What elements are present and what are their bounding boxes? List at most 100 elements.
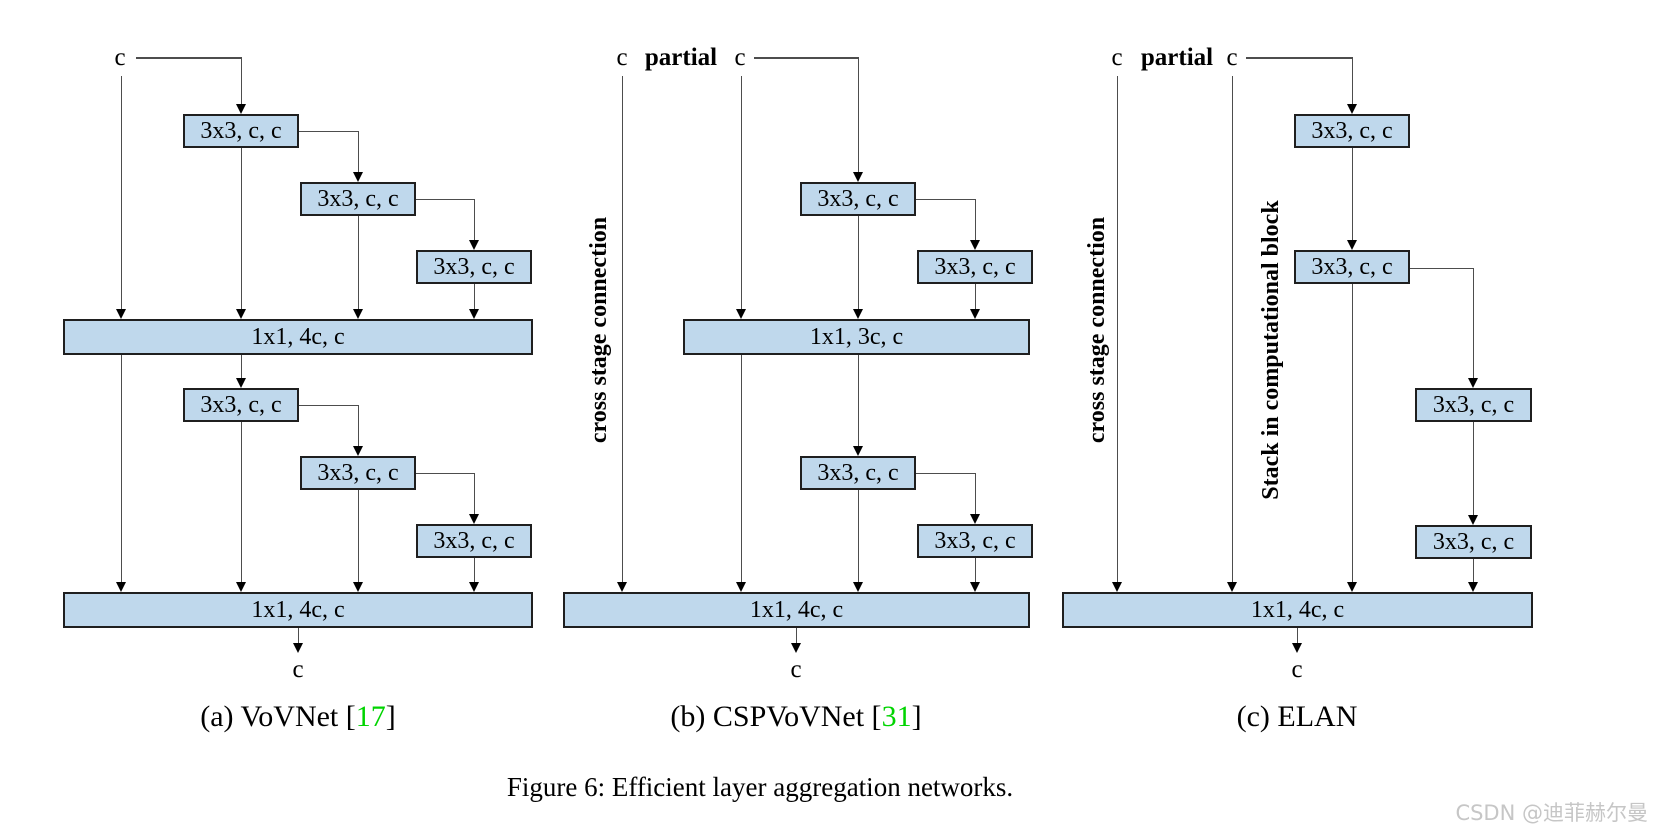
- partial-label: partial: [1140, 44, 1214, 71]
- connector-hline: [416, 198, 474, 200]
- arrowhead: [468, 514, 479, 524]
- input-label: c: [114, 44, 126, 71]
- connector-vline: [1231, 76, 1233, 582]
- conv-box: 3x3, c, c: [1294, 250, 1410, 284]
- arrowhead: [735, 582, 746, 592]
- arrowhead: [292, 643, 303, 653]
- connector-vline: [857, 490, 859, 583]
- connector-vline: [857, 355, 859, 448]
- arrowhead: [468, 240, 479, 250]
- conv-box: 3x3, c, c: [416, 524, 532, 558]
- connector-vline: [740, 76, 742, 310]
- connector-vline: [357, 404, 359, 448]
- conv-box: 3x3, c, c: [800, 456, 916, 490]
- connector-vline: [1351, 148, 1353, 240]
- connector-vline: [974, 198, 976, 242]
- conv-box: 3x3, c, c: [1415, 388, 1532, 422]
- arrowhead: [235, 104, 246, 114]
- citation-number: 17: [355, 700, 386, 733]
- connector-vline: [857, 57, 859, 172]
- connector-vline: [1351, 57, 1353, 104]
- arrowhead: [1467, 582, 1478, 592]
- caption-text: (a) VoVNet [: [200, 700, 356, 733]
- side-label: cross stage connection: [586, 216, 612, 444]
- citation-number: 31: [881, 700, 912, 733]
- arrowhead: [352, 309, 363, 319]
- output-label: c: [790, 656, 802, 683]
- connector-vline: [240, 422, 242, 583]
- input-label: c: [616, 44, 628, 71]
- arrowhead: [852, 446, 863, 456]
- conv-box: 3x3, c, c: [917, 524, 1033, 558]
- connector-vline: [974, 472, 976, 516]
- arrowhead: [616, 582, 627, 592]
- conv-box: 3x3, c, c: [1415, 525, 1532, 559]
- connector-hline: [916, 198, 975, 200]
- connector-vline: [1472, 267, 1474, 380]
- connector-vline: [1296, 628, 1298, 644]
- connector-hline: [1246, 57, 1352, 59]
- arrowhead: [1467, 378, 1478, 388]
- connector-vline: [473, 472, 475, 516]
- connector-vline: [740, 355, 742, 583]
- connector-vline: [1351, 284, 1353, 583]
- connector-vline: [795, 628, 797, 644]
- side-label: Stack in computational block: [1258, 200, 1284, 500]
- arrowhead: [969, 514, 980, 524]
- watermark: CSDN @迪菲赫尔曼: [1455, 801, 1648, 825]
- panel-caption: (c) ELAN: [1097, 700, 1497, 734]
- connector-vline: [974, 558, 976, 583]
- connector-vline: [240, 57, 242, 104]
- conv-box: 3x3, c, c: [416, 250, 532, 284]
- connector-hline: [416, 472, 474, 474]
- connector-hline: [299, 404, 358, 406]
- aggregate-box: 1x1, 4c, c: [563, 592, 1030, 628]
- connector-vline: [357, 490, 359, 583]
- connector-vline: [1116, 76, 1118, 582]
- arrowhead: [969, 309, 980, 319]
- connector-vline: [357, 216, 359, 310]
- aggregate-box: 1x1, 4c, c: [63, 319, 533, 355]
- arrowhead: [1226, 582, 1237, 592]
- arrowhead: [1346, 240, 1357, 250]
- conv-box: 3x3, c, c: [300, 182, 416, 216]
- input-label: c: [1111, 44, 1123, 71]
- connector-hline: [1410, 267, 1473, 269]
- arrowhead: [468, 582, 479, 592]
- arrowhead: [852, 309, 863, 319]
- arrowhead: [1291, 643, 1302, 653]
- panel-caption: (a) VoVNet [17]: [118, 700, 478, 734]
- output-label: c: [1291, 656, 1303, 683]
- connector-vline: [473, 198, 475, 242]
- connector-vline: [120, 76, 122, 310]
- connector-vline: [473, 284, 475, 310]
- caption-text: ]: [911, 700, 922, 733]
- output-label: c: [292, 656, 304, 683]
- connector-hline: [136, 57, 242, 59]
- arrowhead: [235, 582, 246, 592]
- partial-label: partial: [644, 44, 718, 71]
- connector-hline: [916, 472, 975, 474]
- caption-text: (b) CSPVoVNet [: [670, 700, 882, 733]
- connector-vline: [621, 76, 623, 582]
- connector-vline: [857, 216, 859, 310]
- connector-vline: [297, 628, 299, 644]
- conv-box: 3x3, c, c: [183, 114, 299, 148]
- connector-vline: [473, 558, 475, 583]
- arrowhead: [235, 309, 246, 319]
- arrowhead: [468, 309, 479, 319]
- arrowhead: [735, 309, 746, 319]
- arrowhead: [1346, 104, 1357, 114]
- conv-box: 3x3, c, c: [800, 182, 916, 216]
- arrowhead: [969, 240, 980, 250]
- connector-hline: [754, 57, 858, 59]
- aggregate-box: 1x1, 4c, c: [63, 592, 533, 628]
- arrowhead: [852, 172, 863, 182]
- connector-vline: [974, 284, 976, 310]
- conv-box: 3x3, c, c: [1294, 114, 1410, 148]
- arrowhead: [1346, 582, 1357, 592]
- figure-caption: Figure 6: Efficient layer aggregation ne…: [506, 772, 1014, 802]
- arrowhead: [1111, 582, 1122, 592]
- connector-vline: [240, 355, 242, 380]
- arrowhead: [352, 446, 363, 456]
